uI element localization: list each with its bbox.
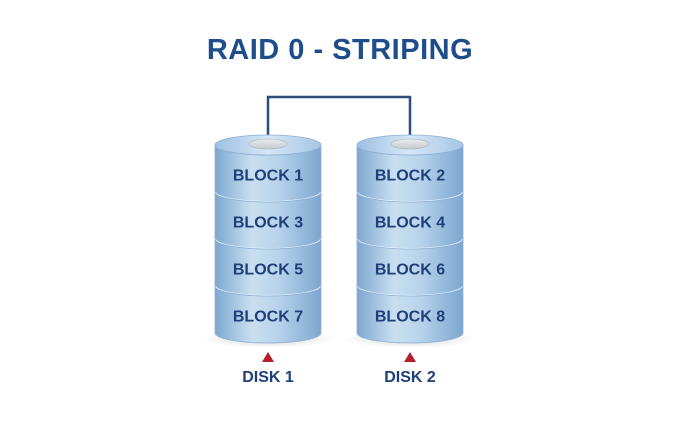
disk-segment [356,285,464,344]
disk-2: BLOCK 2 BLOCK 4 BLOCK 6 BLOCK 8 DISK 2 [343,134,477,386]
disk-label: DISK 1 [242,369,294,386]
block-label: BLOCK 2 [375,168,445,185]
block-label: BLOCK 5 [233,262,303,279]
block-label: BLOCK 3 [233,215,303,232]
up-arrow-icon [404,352,416,362]
block-label: BLOCK 8 [375,309,445,326]
disk-spindle-cap [390,138,430,150]
stripe-connector [266,95,412,140]
disk-label: DISK 2 [384,369,436,386]
block-label: BLOCK 1 [233,168,303,185]
block-label: BLOCK 7 [233,309,303,326]
up-arrow-icon [262,352,274,362]
block-label: BLOCK 6 [375,262,445,279]
disk-spindle-cap [248,138,288,150]
disk-segment [214,285,322,344]
block-label: BLOCK 4 [375,215,445,232]
diagram-title: RAID 0 - STRIPING [206,34,474,66]
disk-1: BLOCK 1 BLOCK 3 BLOCK 5 BLOCK 7 DISK 1 [201,134,335,386]
